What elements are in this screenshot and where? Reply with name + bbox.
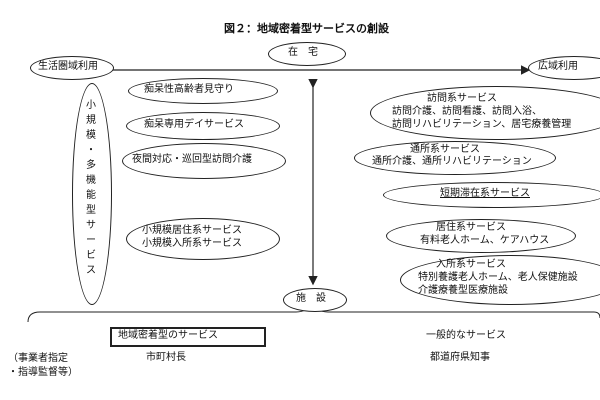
- day-care-line-1: 通所介護、通所リハビリテーション: [372, 156, 532, 167]
- admission-line-1: 特別養護老人ホーム、老人保健施設: [418, 272, 578, 283]
- axis-left-label: 生活圏域利用: [38, 61, 98, 72]
- home-visit-line-2: 訪問リハビリテーション、居宅療養管理: [392, 119, 572, 130]
- wide-use-ellipse: [528, 56, 600, 80]
- home-visit-line-1: 訪問介護、訪問看護、訪問入浴、: [392, 106, 542, 117]
- admission-title: 入所系サービス: [436, 259, 506, 270]
- small-admission-label: 小規模入所系サービス: [142, 238, 242, 249]
- axis-right-label: 広域利用: [538, 61, 578, 72]
- local-use-ellipse: [30, 56, 114, 80]
- home-ellipse: [268, 42, 346, 66]
- general-service-label: 一般的なサービス: [426, 330, 506, 341]
- residential-line-1: 有料老人ホーム、ケアハウス: [420, 235, 550, 246]
- small-residential-ellipse: [126, 218, 280, 260]
- community-service-box: [110, 327, 266, 347]
- dementia-day-service-ellipse: [126, 112, 280, 140]
- admission-service-ellipse: [400, 255, 600, 305]
- short-stay-service-ellipse: [383, 182, 600, 208]
- community-service-label: 地域密着型のサービス: [118, 330, 218, 341]
- small-multifunction-ellipse: [72, 83, 112, 305]
- facility-ellipse: [283, 288, 347, 312]
- small-multifunction-label: 小規模・多機能型サービス: [86, 100, 96, 276]
- dementia-watch-ellipse: [128, 78, 278, 104]
- day-care-title: 通所系サービス: [410, 144, 480, 155]
- dementia-watch-label: 痴呆性高齢者見守り: [144, 84, 234, 95]
- dementia-day-service-label: 痴呆専用デイサービス: [144, 119, 244, 130]
- night-visit-care-ellipse: [122, 143, 286, 179]
- axis-bottom-label: 施 設: [296, 293, 326, 304]
- designation-note: （事業者指定 ・指導監督等）: [8, 353, 78, 378]
- residential-title: 居住系サービス: [436, 222, 506, 233]
- prefectural-authority: 都道府県知事: [430, 352, 490, 363]
- home-visit-title: 訪問系サービス: [427, 93, 497, 104]
- night-visit-care-label: 夜間対応・巡回型訪問介護: [132, 154, 252, 165]
- home-visit-service-ellipse: [370, 86, 600, 140]
- axis-top-label: 在 宅: [288, 47, 318, 58]
- diagram-title: 図２：地域密着型サービスの創設: [224, 22, 389, 35]
- day-care-service-ellipse: [354, 141, 556, 175]
- municipal-authority: 市町村長: [146, 352, 186, 363]
- admission-line-2: 介護療養型医療施設: [418, 285, 508, 296]
- residential-service-ellipse: [386, 219, 576, 253]
- short-stay-title: 短期滞在系サービス: [440, 188, 530, 199]
- small-residential-label: 小規模居住系サービス: [142, 225, 242, 236]
